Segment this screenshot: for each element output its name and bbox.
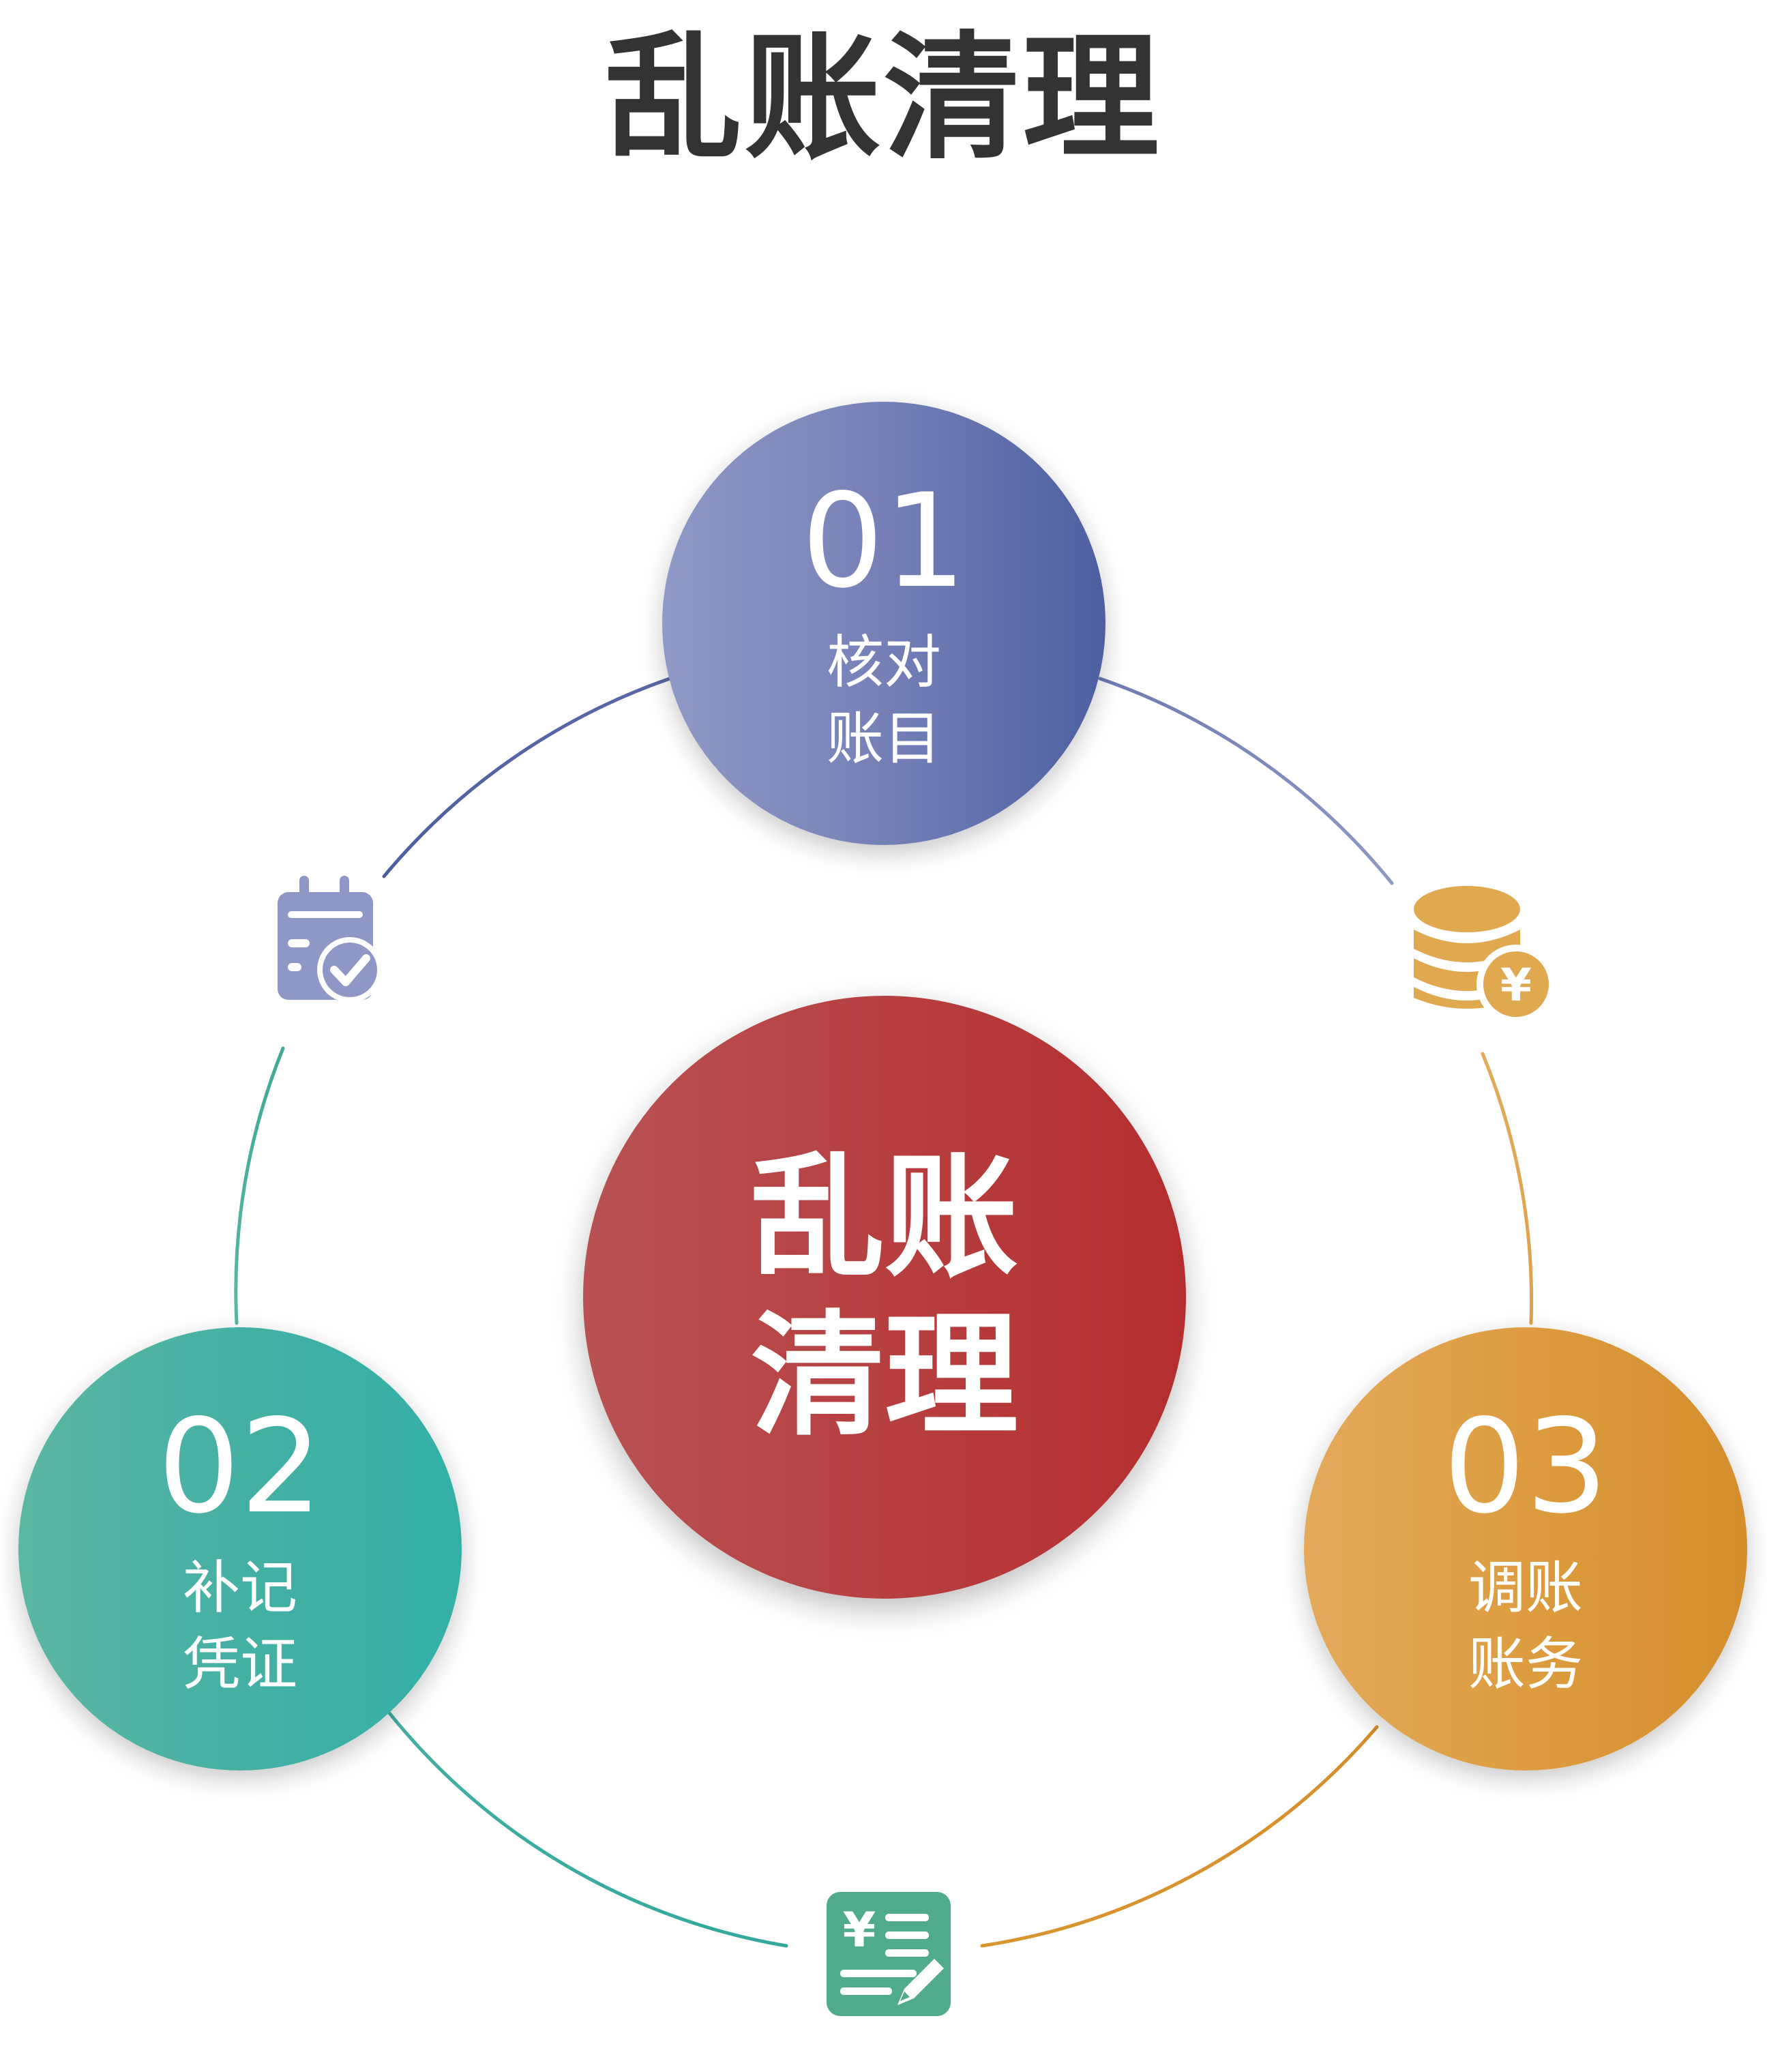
step-label-line1: 调账 (1468, 1554, 1583, 1621)
calendar-check-icon (278, 876, 383, 1003)
step-number: 01 (801, 466, 966, 617)
step-label-line2: 账务 (1468, 1631, 1583, 1698)
step-03-circle: 03 调账 账务 (1304, 1327, 1747, 1771)
arc-right (1481, 1052, 1534, 1325)
center-label: 乱账 清理 (751, 1139, 1018, 1455)
svg-text:¥: ¥ (1500, 959, 1532, 1011)
center-label-line2: 清理 (750, 1299, 1018, 1454)
yuan-document-edit-icon: ¥ (827, 1892, 951, 2016)
step-label-line2: 凭证 (182, 1631, 297, 1698)
step-label-line2: 账目 (826, 705, 941, 772)
step-number: 02 (158, 1391, 323, 1542)
step-label-line1: 核对 (826, 629, 941, 696)
arc-bottom-right (980, 1725, 1379, 1948)
step-number: 03 (1443, 1391, 1608, 1542)
step-label: 核对 账目 (827, 624, 941, 777)
arc-bottom-left (385, 1708, 788, 1948)
step-label: 补记 凭证 (183, 1550, 297, 1702)
coins-yuan-icon: ¥ (1414, 886, 1555, 1020)
center-circle: 乱账 清理 (583, 996, 1186, 1599)
arc-left (234, 1046, 285, 1325)
step-01-circle: 01 核对 账目 (662, 402, 1105, 845)
arc-top-left (382, 677, 672, 878)
step-label: 调账 账务 (1468, 1550, 1583, 1702)
step-label-line1: 补记 (182, 1554, 297, 1621)
svg-text:¥: ¥ (843, 1902, 876, 1958)
step-02-circle: 02 补记 凭证 (18, 1327, 462, 1771)
page-title: 乱账清理 (605, 19, 1162, 178)
arc-top-right (1098, 677, 1394, 885)
center-label-line1: 乱账 (750, 1140, 1018, 1296)
